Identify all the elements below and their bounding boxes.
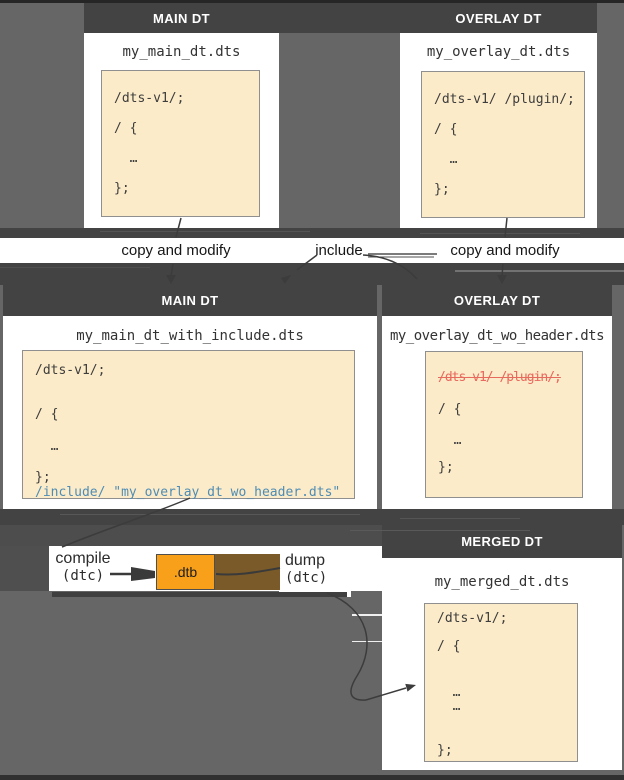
code-line: }; xyxy=(434,182,450,197)
dark-margin-left xyxy=(0,546,49,591)
merged-dt-header: MERGED DT xyxy=(382,525,622,558)
code-line: … xyxy=(438,433,462,448)
code-line: }; xyxy=(438,460,454,475)
code-line-struck: /dts-v1/ /plugin/; xyxy=(438,370,562,385)
compile-label: compile (dtc) xyxy=(52,549,114,585)
code-line: /dts-v1/ /plugin/; xyxy=(434,92,575,107)
code-block-merged: /dts-v1/; / { … … }; xyxy=(424,603,578,762)
overlay-dt-mid-header: OVERLAY DT xyxy=(382,285,612,316)
panel-merged-dt: MERGED DT my_merged_dt.dts /dts-v1/; / {… xyxy=(382,525,622,770)
bottom-edge-strip xyxy=(0,775,624,780)
overlay-dt-mid-title: OVERLAY DT xyxy=(453,293,541,308)
code-line: /dts-v1/; xyxy=(437,611,508,626)
include-label: include xyxy=(315,242,363,259)
code-line: /dts-v1/; xyxy=(35,363,106,378)
copy-and-modify-left-label: copy and modify xyxy=(121,242,231,259)
code-line: … xyxy=(35,439,59,454)
code-line-include: /include/ "my_overlay_dt_wo_header.dts" xyxy=(35,485,341,500)
code-line: … xyxy=(114,151,138,166)
filename-main-mid: my_main_dt_with_include.dts xyxy=(76,328,304,344)
dark-area-left xyxy=(0,525,382,546)
code-line: … xyxy=(437,685,461,700)
brown-connector-block xyxy=(214,554,280,590)
code-line: / { xyxy=(35,407,59,422)
filename-overlay-mid: my_overlay_dt_wo_header.dts xyxy=(389,328,605,344)
filename-overlay-top: my_overlay_dt.dts xyxy=(426,44,571,60)
code-block-main-top: /dts-v1/; / { … }; xyxy=(101,70,260,217)
dtb-label: .dtb xyxy=(173,564,198,580)
main-dt-top-title: MAIN DT xyxy=(153,10,210,26)
code-block-overlay-top: /dts-v1/ /plugin/; / { … }; xyxy=(421,71,585,218)
dark-band-1 xyxy=(0,228,624,238)
compile-text: compile xyxy=(55,550,111,567)
main-dt-mid-header: MAIN DT xyxy=(3,285,377,316)
code-line: / { xyxy=(437,639,461,654)
code-line: }; xyxy=(114,181,130,196)
dark-band-3 xyxy=(0,509,624,525)
merged-dt-title: MERGED DT xyxy=(461,534,543,549)
code-line: / { xyxy=(114,121,138,136)
code-line: … xyxy=(434,152,458,167)
dump-label: dump (dtc) xyxy=(285,551,345,587)
panel-overlay-dt-top: my_overlay_dt.dts /dts-v1/ /plugin/; / {… xyxy=(400,33,597,229)
panel-overlay-dt-mid: OVERLAY DT my_overlay_dt_wo_header.dts /… xyxy=(382,285,612,515)
code-block-overlay-mid: /dts-v1/ /plugin/; / { … }; xyxy=(425,351,583,498)
top-edge-strip xyxy=(0,0,624,3)
row1-header-strip: MAIN DT OVERLAY DT xyxy=(84,3,597,33)
code-block-main-mid: /dts-v1/; / { … }; /include/ "my_overlay… xyxy=(22,350,355,500)
filename-main-top: my_main_dt.dts xyxy=(122,44,241,60)
code-line: /dts-v1/; xyxy=(114,91,185,106)
code-line: }; xyxy=(35,470,51,485)
panel-main-dt-mid: MAIN DT my_main_dt_with_include.dts /dts… xyxy=(3,285,377,510)
dtb-file-box: .dtb xyxy=(156,554,215,590)
filename-merged: my_merged_dt.dts xyxy=(434,574,570,590)
compile-dtc-text: (dtc) xyxy=(61,568,105,584)
code-line: }; xyxy=(437,743,453,758)
dump-dtc-text: (dtc) xyxy=(285,570,328,586)
dark-band-2 xyxy=(0,263,624,285)
dump-text: dump xyxy=(285,552,326,569)
code-line: / { xyxy=(438,402,462,417)
code-line: / { xyxy=(434,122,458,137)
copy-and-modify-right-label: copy and modify xyxy=(450,242,560,259)
panel-main-dt-top: my_main_dt.dts /dts-v1/; / { … }; xyxy=(84,33,279,229)
overlay-dt-top-title: OVERLAY DT xyxy=(455,10,542,26)
dark-line-under-band xyxy=(52,592,347,597)
code-line: … xyxy=(437,699,461,714)
main-dt-mid-title: MAIN DT xyxy=(161,293,219,308)
